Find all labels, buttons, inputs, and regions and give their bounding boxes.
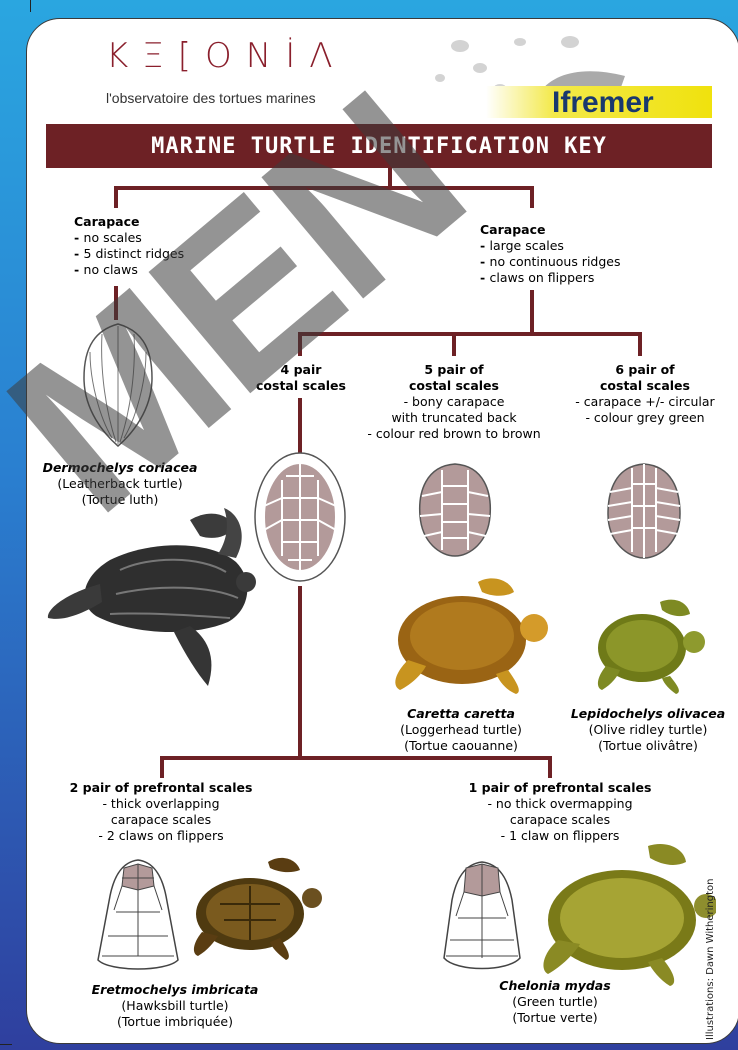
common-name-en: (Hawksbill turtle): [80, 998, 270, 1014]
leatherback-turtle-icon: [40, 500, 270, 690]
olive-ridley-caption: Lepidochelys olivacea (Olive ridley turt…: [562, 706, 734, 754]
page-title: MARINE TURTLE IDENTIFICATION KEY: [46, 124, 712, 168]
description-line: - colour grey green: [560, 410, 730, 426]
common-name-fr: (Tortue verte): [480, 1010, 630, 1026]
common-name-en: (Green turtle): [480, 994, 630, 1010]
description-line: - carapace +/- circular: [560, 394, 730, 410]
species-name: Lepidochelys olivacea: [562, 706, 734, 722]
trait-item: 5 distinct ridges: [74, 246, 184, 262]
hawksbill-head-scales-icon: [92, 856, 184, 978]
description-line: carapace scales: [450, 812, 670, 828]
connector-line: [160, 756, 164, 778]
leatherback-carapace-icon: [78, 322, 158, 448]
description-line: - no thick overmapping: [450, 796, 670, 812]
leatherback-traits: Carapace no scales 5 distinct ridges no …: [74, 214, 184, 278]
five-pair-block: 5 pair of costal scales - bony carapace …: [354, 362, 554, 442]
loggerhead-turtle-icon: [388, 574, 558, 694]
heading-line: 4 pair: [246, 362, 356, 378]
six-pair-block: 6 pair of costal scales - carapace +/- c…: [560, 362, 730, 426]
species-name: Dermochelys coriacea: [40, 460, 200, 476]
description-line: - bony carapace: [354, 394, 554, 410]
common-name-en: (Olive ridley turtle): [562, 722, 734, 738]
heading-line: costal scales: [354, 378, 554, 394]
trait-item: claws on flippers: [480, 270, 621, 286]
heading-line: 5 pair of: [354, 362, 554, 378]
description-line: with truncated back: [354, 410, 554, 426]
connector-line: [638, 332, 642, 356]
heading-line: costal scales: [246, 378, 356, 394]
connector-line: [298, 586, 302, 758]
heading-line: 1 pair of prefrontal scales: [450, 780, 670, 796]
one-pair-prefrontal-block: 1 pair of prefrontal scales - no thick o…: [450, 780, 670, 844]
trait-item: no claws: [74, 262, 184, 278]
hardshell-traits: Carapace large scales no continuous ridg…: [480, 222, 621, 286]
connector-line: [114, 286, 118, 320]
trait-item: no continuous ridges: [480, 254, 621, 270]
loggerhead-caption: Caretta caretta (Loggerhead turtle) (Tor…: [386, 706, 536, 754]
six-pair-carapace-icon: [604, 462, 684, 560]
heading-line: 6 pair of: [560, 362, 730, 378]
description-line: - 2 claws on flippers: [56, 828, 266, 844]
connector-line: [298, 332, 642, 336]
four-pair-heading: 4 pair costal scales: [246, 362, 356, 394]
hawksbill-caption: Eretmochelys imbricata (Hawksbill turtle…: [80, 982, 270, 1030]
description-line: - colour red brown to brown: [354, 426, 554, 442]
connector-line: [114, 186, 118, 208]
common-name-fr: (Tortue imbriquée): [80, 1014, 270, 1030]
heading-line: costal scales: [560, 378, 730, 394]
kelonia-logo: KΞ[ONİΛ: [106, 36, 347, 76]
green-turtle-icon: [538, 840, 716, 990]
kelonia-subtitle: l'observatoire des tortues marines: [106, 90, 316, 106]
connector-line: [298, 398, 302, 454]
description-line: - thick overlapping: [56, 796, 266, 812]
five-pair-carapace-icon: [414, 462, 496, 558]
species-name: Chelonia mydas: [480, 978, 630, 994]
connector-line: [452, 332, 456, 356]
species-name: Caretta caretta: [386, 706, 536, 722]
hawksbill-turtle-icon: [184, 854, 324, 964]
connector-line: [548, 756, 552, 778]
connector-line: [530, 186, 534, 208]
trait-item: no scales: [74, 230, 184, 246]
common-name-fr: (Tortue olivâtre): [562, 738, 734, 754]
olive-ridley-turtle-icon: [590, 596, 710, 696]
description-line: carapace scales: [56, 812, 266, 828]
four-pair-carapace-icon: [252, 450, 348, 584]
green-turtle-head-scales-icon: [440, 858, 524, 976]
heading-line: 2 pair of prefrontal scales: [56, 780, 266, 796]
illustration-credit: Illustrations: Dawn Witherington: [705, 879, 716, 1040]
connector-line: [160, 756, 552, 760]
traits-heading: Carapace: [74, 214, 184, 230]
crop-mark: [30, 0, 31, 12]
crop-mark: [0, 1044, 12, 1045]
connector-line: [530, 290, 534, 334]
ifremer-logo: Ifremer: [552, 86, 654, 120]
connector-line: [298, 332, 302, 356]
species-name: Eretmochelys imbricata: [80, 982, 270, 998]
common-name-fr: (Tortue caouanne): [386, 738, 536, 754]
connector-line: [114, 186, 534, 190]
common-name-en: (Loggerhead turtle): [386, 722, 536, 738]
green-turtle-caption: Chelonia mydas (Green turtle) (Tortue ve…: [480, 978, 630, 1026]
trait-item: large scales: [480, 238, 621, 254]
traits-heading: Carapace: [480, 222, 621, 238]
common-name-en: (Leatherback turtle): [40, 476, 200, 492]
two-pair-prefrontal-block: 2 pair of prefrontal scales - thick over…: [56, 780, 266, 844]
